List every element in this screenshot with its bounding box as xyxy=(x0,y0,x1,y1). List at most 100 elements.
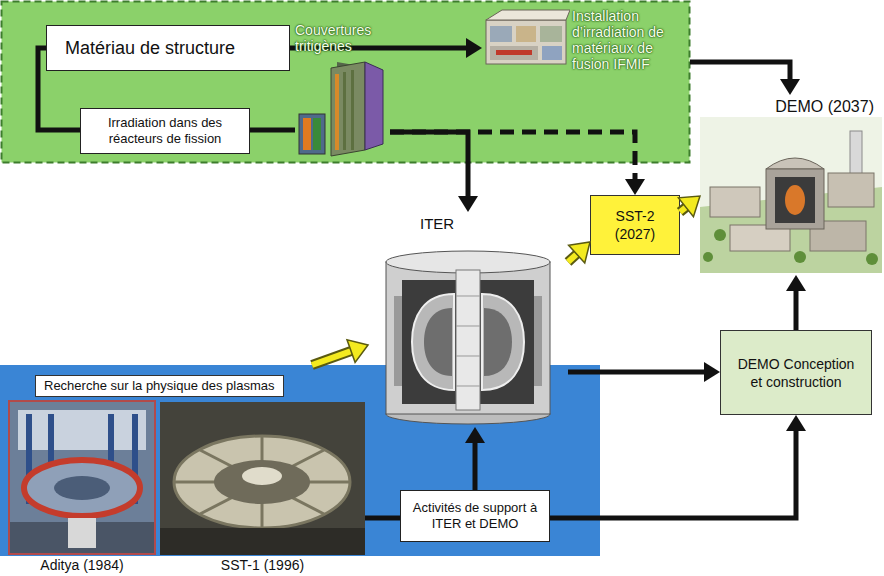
aditya-photo-part xyxy=(24,460,140,516)
arrow-shaft xyxy=(290,46,466,51)
arrow-head xyxy=(678,196,700,217)
module-label: Couvertures tritigènes xyxy=(295,22,390,54)
iter-tokamak-illustration-part xyxy=(456,270,480,410)
blanket-illustration-part xyxy=(365,62,383,150)
ifmif-illustration-part xyxy=(490,26,512,42)
demo-plant-illustration-part xyxy=(775,177,815,223)
iter-tokamak-illustration-part xyxy=(456,386,480,387)
box-label: Matériau de structure xyxy=(65,37,235,59)
iter-tokamak-illustration-part xyxy=(534,296,542,386)
plant-illustration: DEMO (2037) xyxy=(700,95,882,275)
blanket-module: Couvertures tritigènes xyxy=(295,22,390,157)
blanket-illustration-part xyxy=(335,74,339,150)
flow-arrow xyxy=(550,415,806,518)
arrow-head xyxy=(569,242,590,263)
arrow-shaft xyxy=(38,48,80,130)
arrow-shaft xyxy=(365,516,400,521)
iter-tokamak-illustration-part xyxy=(456,326,480,327)
flow-arrow xyxy=(365,518,400,519)
ifmif-illustration xyxy=(482,6,570,68)
blanket-illustration-part xyxy=(351,70,354,150)
ifmif-illustration-part xyxy=(490,46,538,60)
ifmif-illustration-part xyxy=(496,50,532,55)
process-box: Matériau de structure xyxy=(46,25,290,71)
photo: Aditya (1984) xyxy=(8,400,156,576)
blanket-illustration-part xyxy=(299,114,325,154)
blanket-illustration-part xyxy=(313,118,321,150)
flow-arrow xyxy=(38,48,80,130)
flow-arrow xyxy=(690,62,800,95)
demo-plant-illustration-part xyxy=(714,229,726,241)
plant-label: DEMO (2037) xyxy=(700,95,882,116)
ifmif-illustration-part xyxy=(540,26,562,42)
demo-plant-illustration-part xyxy=(700,117,882,273)
sst1-photo-part xyxy=(160,528,365,555)
sst1-photo-part xyxy=(160,402,365,555)
arrow-head xyxy=(465,427,485,443)
iter-tokamak-illustration-part xyxy=(394,296,402,386)
demo-plant-illustration-part xyxy=(828,173,874,207)
arrow-outline xyxy=(568,254,577,262)
blanket-illustration-part xyxy=(303,118,311,150)
blanket-illustration-part xyxy=(331,62,365,156)
arrow-head xyxy=(786,415,806,431)
arrow-shaft xyxy=(794,291,799,330)
arrow-shaft xyxy=(250,128,295,133)
progress-arrow xyxy=(678,196,700,217)
flow-arrow xyxy=(290,38,482,58)
flow-arrow xyxy=(786,275,806,330)
arrow-shaft xyxy=(690,62,790,79)
tokamak-label: ITER xyxy=(368,212,568,233)
sst1-photo-part xyxy=(214,460,310,504)
aditya-photo xyxy=(8,400,156,555)
arrow-head xyxy=(780,79,800,95)
iter-tokamak-illustration-part xyxy=(386,262,550,414)
box-label: DEMO Conception et construction xyxy=(735,355,857,391)
photo-caption: Aditya (1984) xyxy=(8,400,156,574)
demo-plant-illustration-part xyxy=(794,251,806,263)
demo-plant-illustration-part xyxy=(785,185,805,215)
box-label: Activités de support à ITER et DEMO xyxy=(409,500,541,532)
milestone-box: SST-2 (2027) xyxy=(590,195,680,255)
sst1-photo xyxy=(160,402,365,555)
aditya-photo-part xyxy=(18,410,146,450)
arrow-head xyxy=(625,179,645,195)
demo-plant-illustration-part xyxy=(850,131,862,177)
iter-tokamak-illustration-part xyxy=(456,356,480,357)
demo-plant-illustration-part xyxy=(710,187,760,217)
iter-tokamak-illustration-part xyxy=(482,294,524,390)
photo: SST-1 (1996) xyxy=(160,402,365,576)
sst1-photo-part xyxy=(242,467,282,485)
demo-plant-illustration-part xyxy=(766,169,824,229)
blanket-illustration-part xyxy=(343,72,346,150)
arrow-shaft xyxy=(550,431,796,518)
region-heading: Recherche sur la physique des plasmas xyxy=(35,375,284,397)
arrow-outline xyxy=(680,207,686,212)
process-box: DEMO Conception et construction xyxy=(720,330,872,415)
iter-tokamak-illustration-part xyxy=(456,296,480,297)
iter-tokamak-illustration xyxy=(368,236,568,426)
flow-arrow xyxy=(465,427,485,490)
demo-plant-illustration-part xyxy=(866,253,878,265)
sst1-photo-part xyxy=(174,436,350,528)
materials-region xyxy=(2,2,690,163)
tokamak-illustration: ITER xyxy=(368,212,568,427)
ifmif-illustration-part xyxy=(542,46,562,60)
sst1-photo-part xyxy=(200,450,324,514)
arrow-shaft xyxy=(390,132,468,196)
box-label: Irradiation dans des réacteurs de fissio… xyxy=(91,115,239,147)
ifmif-illustration-part xyxy=(516,26,536,42)
arrow-shaft xyxy=(568,370,704,375)
arrow-shaft xyxy=(680,207,686,212)
aditya-photo-part xyxy=(9,401,155,554)
facility-label: Installation d’irradiation de matériaux … xyxy=(572,8,688,72)
sst1-photo-part xyxy=(200,450,324,514)
box-label: SST-2 (2027) xyxy=(603,207,667,243)
progress-arrow xyxy=(312,340,368,365)
demo-plant-illustration xyxy=(700,117,882,273)
iter-tokamak-illustration-part xyxy=(412,294,454,390)
photo-caption: SST-1 (1996) xyxy=(160,402,365,574)
demo-plant-illustration-part xyxy=(703,252,713,262)
